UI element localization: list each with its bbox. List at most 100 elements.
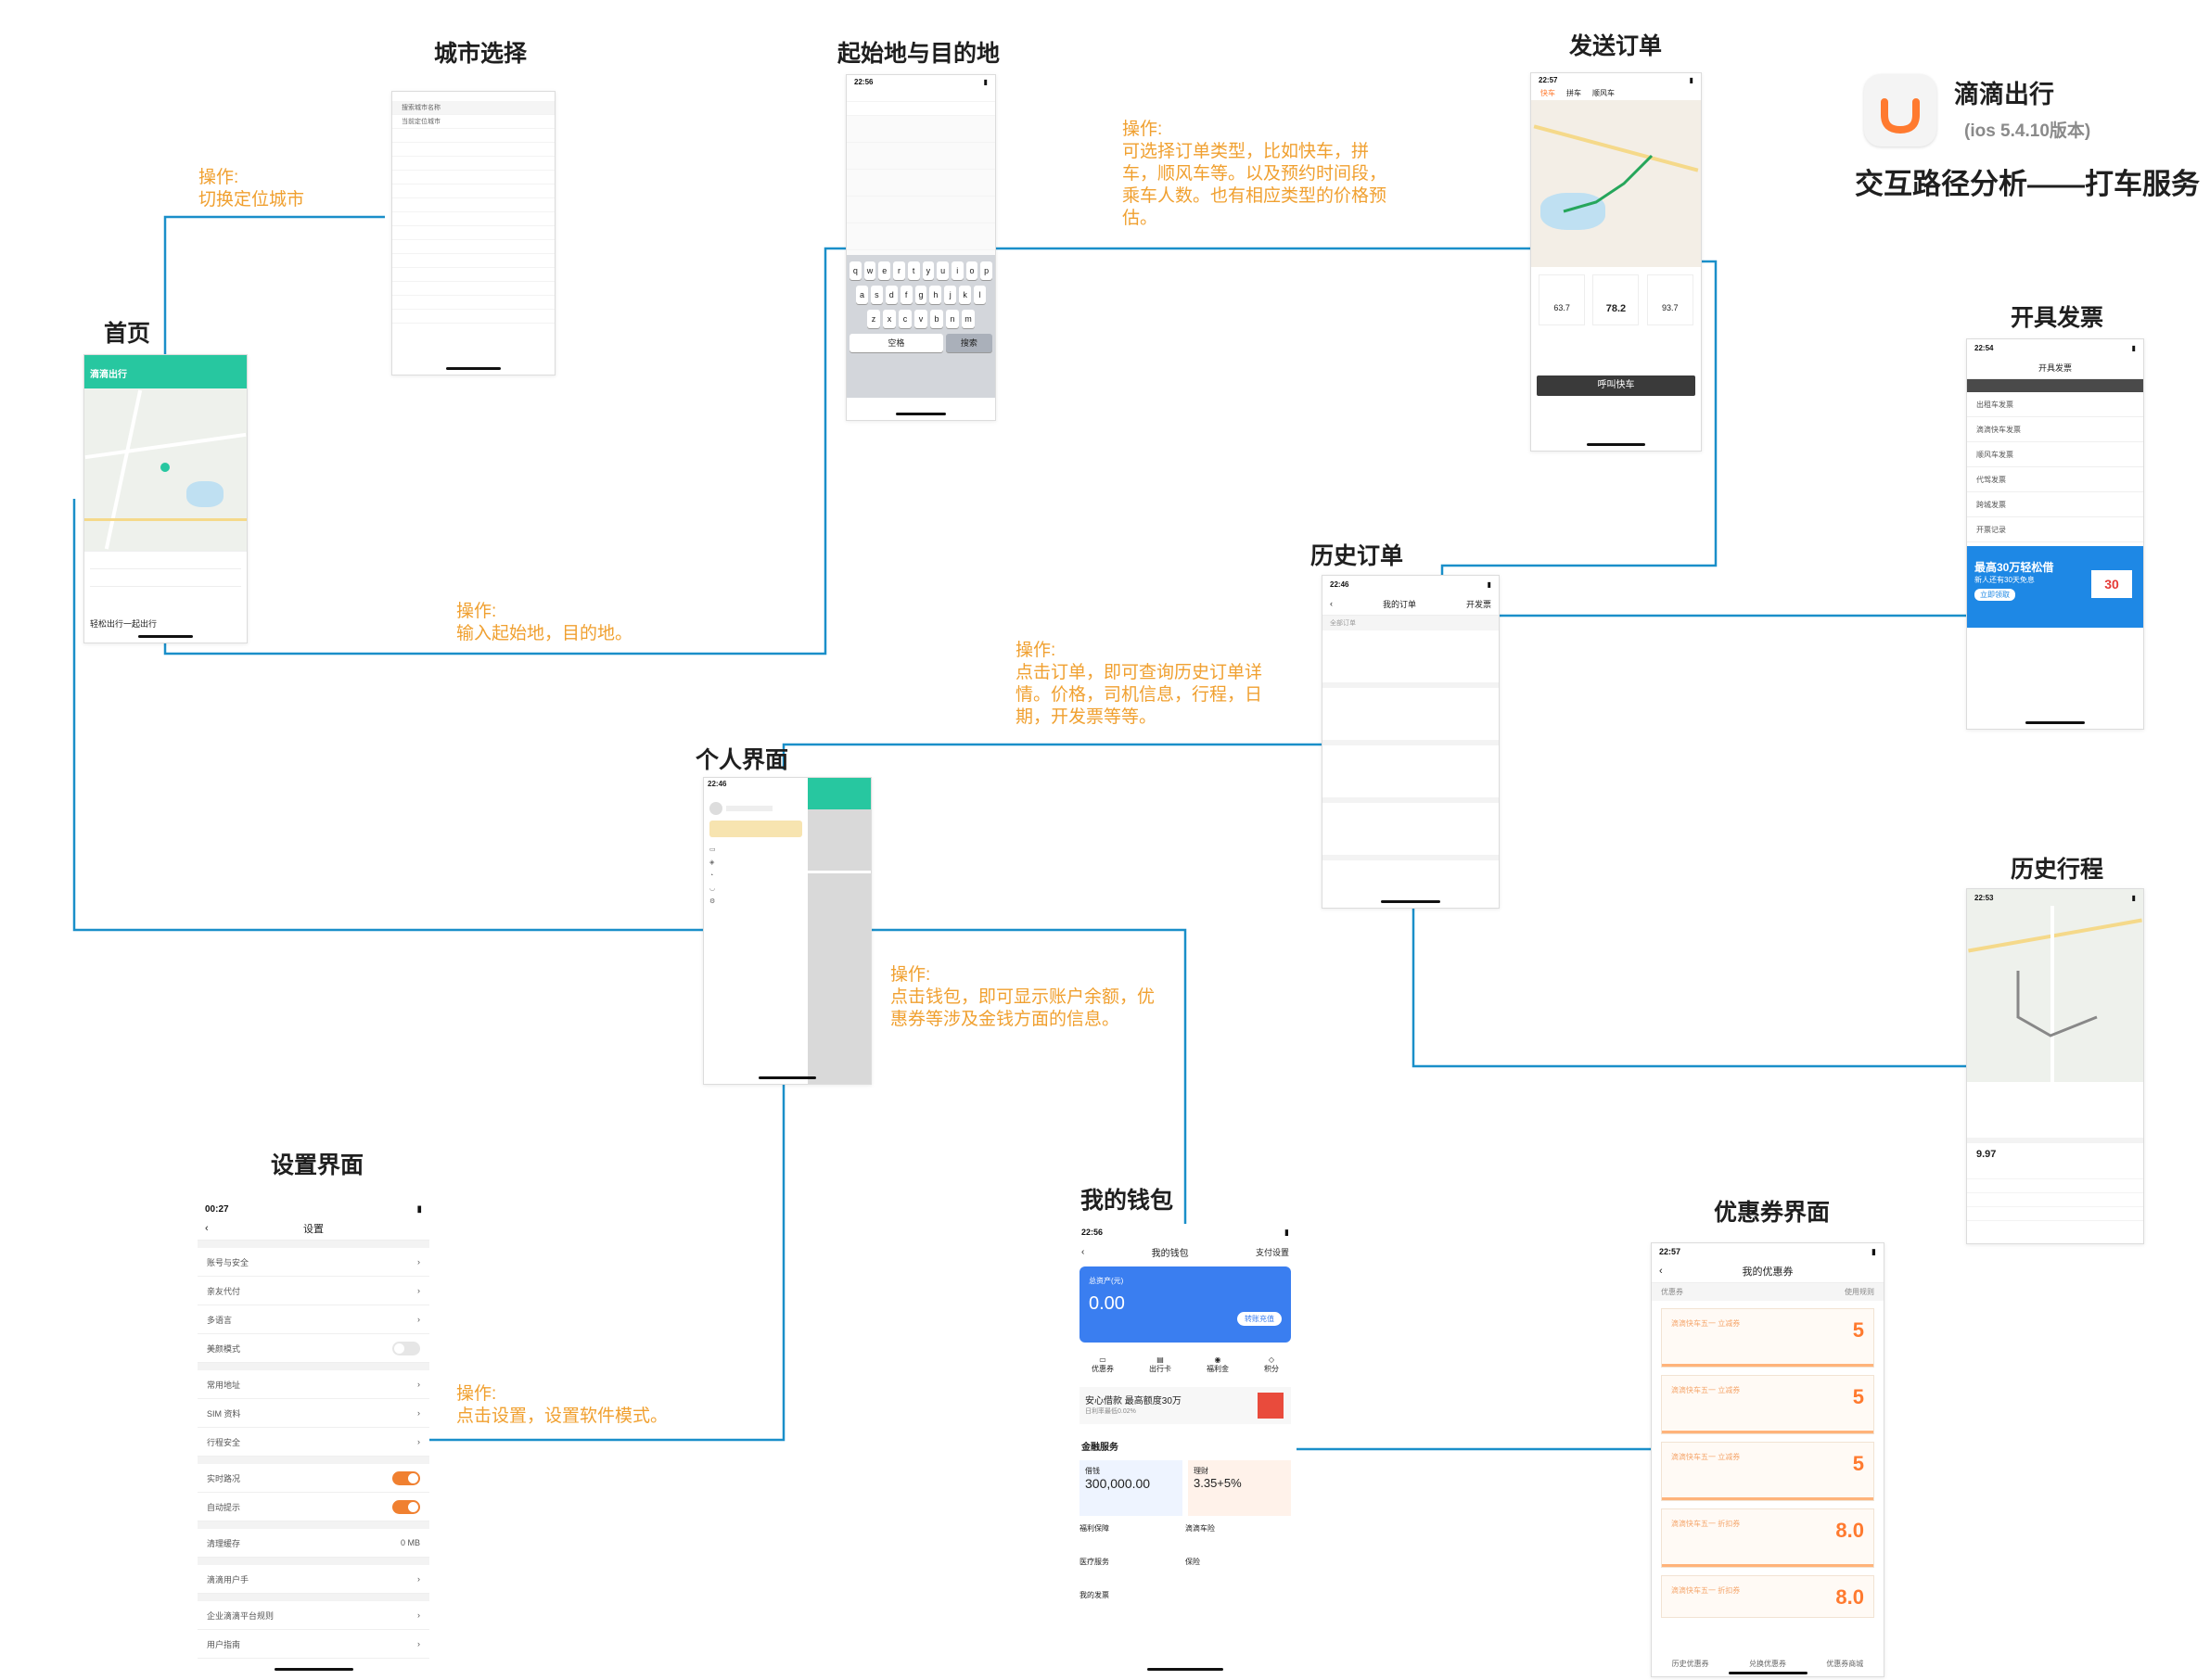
home-input-panel[interactable] — [84, 551, 247, 614]
menu-item-wallet[interactable]: ▭ — [709, 843, 802, 856]
origin-input[interactable] — [847, 88, 995, 102]
keyboard-key[interactable]: z — [867, 310, 880, 328]
tab-express[interactable]: 快车 — [1540, 89, 1555, 97]
history-coupon-link[interactable]: 历史优惠券 — [1671, 1660, 1709, 1668]
keyboard-key[interactable]: d — [885, 286, 898, 304]
menu-item-settings[interactable]: ⚙ — [709, 895, 802, 908]
driver-card[interactable] — [1967, 1082, 2143, 1143]
recharge-button[interactable]: 转账充值 — [1237, 1312, 1282, 1326]
price-card[interactable]: 93.7 — [1646, 274, 1693, 325]
balance-card[interactable]: 总资产(元) 0.00 转账充值 — [1079, 1266, 1291, 1343]
invoice-row[interactable]: 滴滴快车发票 — [1967, 417, 2143, 442]
keyboard-key[interactable]: o — [965, 261, 978, 280]
tab-carpool[interactable]: 拼车 — [1566, 89, 1581, 97]
service-item[interactable]: 滴滴车险 — [1185, 1524, 1215, 1533]
back-icon[interactable]: ‹ — [1330, 599, 1333, 608]
city-search-input[interactable]: 搜索城市名称 — [392, 101, 555, 115]
keyboard-key[interactable]: p — [980, 261, 993, 280]
back-icon[interactable]: ‹ — [1659, 1266, 1663, 1277]
settings-row[interactable]: 用户指南› — [198, 1630, 429, 1659]
invoice-row[interactable]: 开票记录 — [1967, 517, 2143, 542]
order-item[interactable] — [1322, 688, 1499, 745]
order-item[interactable] — [1322, 630, 1499, 688]
keyboard-key[interactable]: x — [883, 310, 896, 328]
keyboard-key[interactable]: e — [878, 261, 891, 280]
keyboard-key[interactable]: a — [856, 286, 868, 304]
claim-button[interactable]: 立即领取 — [1974, 589, 2015, 601]
avatar[interactable] — [709, 802, 722, 815]
order-item[interactable] — [1322, 803, 1499, 860]
settings-row[interactable]: 亲友代付› — [198, 1277, 429, 1305]
auto-hint-toggle[interactable] — [392, 1499, 420, 1514]
settings-row[interactable]: 实时路况 — [198, 1464, 429, 1493]
travel-card-tile[interactable]: ▤出行卡 — [1149, 1355, 1171, 1373]
invoice-link[interactable]: 开发票 — [1465, 599, 1491, 609]
keyboard-key[interactable]: w — [863, 261, 876, 280]
settings-row[interactable]: 企业滴滴平台规则› — [198, 1601, 429, 1630]
invest-card[interactable]: 理财 3.35+5% — [1188, 1460, 1291, 1516]
service-item[interactable]: 保险 — [1185, 1558, 1200, 1566]
coupon-tile[interactable]: ▭优惠券 — [1092, 1355, 1114, 1373]
keyboard-key[interactable]: r — [893, 261, 905, 280]
rules-link[interactable]: 使用规则 — [1845, 1288, 1874, 1296]
menu-item-customer[interactable]: ◡ — [709, 882, 802, 895]
back-icon[interactable]: ‹ — [1081, 1246, 1085, 1257]
call-car-button[interactable]: 呼叫快车 — [1537, 375, 1695, 396]
price-card[interactable]: 63.7 — [1539, 274, 1586, 325]
keyboard-key[interactable]: y — [922, 261, 935, 280]
coupon-mall-link[interactable]: 优惠券商城 — [1826, 1660, 1864, 1668]
beauty-mode-toggle[interactable] — [392, 1341, 420, 1355]
keyboard-key[interactable]: s — [870, 286, 883, 304]
invoice-row[interactable]: 代驾发票 — [1967, 467, 2143, 492]
settings-row[interactable]: 滴滴用户手› — [198, 1565, 429, 1594]
traffic-toggle[interactable] — [392, 1470, 420, 1485]
keyboard-key[interactable]: q — [850, 261, 862, 280]
settings-row[interactable]: 常用地址› — [198, 1370, 429, 1399]
keyboard-key[interactable]: n — [946, 310, 959, 328]
settings-row[interactable]: 美颜模式 — [198, 1334, 429, 1363]
trip-map[interactable] — [1967, 906, 2143, 1082]
settings-row[interactable]: 多语言› — [198, 1305, 429, 1334]
keyboard-key[interactable]: f — [900, 286, 913, 304]
member-card[interactable] — [709, 821, 802, 837]
service-item[interactable]: 福利保障 — [1079, 1524, 1109, 1533]
menu-item-safety[interactable]: ◈ — [709, 856, 802, 869]
redeem-coupon-link[interactable]: 兑换优惠券 — [1748, 1660, 1786, 1668]
price-card[interactable]: 78.2 — [1592, 274, 1640, 325]
keyboard-key[interactable]: v — [914, 310, 927, 328]
tab-hitch[interactable]: 顺风车 — [1592, 89, 1615, 97]
menu-item-service[interactable]: ◔ — [709, 869, 802, 882]
keyboard-key[interactable]: j — [944, 286, 957, 304]
keyboard-key[interactable]: c — [899, 310, 912, 328]
keyboard-key[interactable]: b — [930, 310, 943, 328]
welfare-tile[interactable]: ◉福利金 — [1207, 1355, 1229, 1373]
route-map[interactable] — [1531, 100, 1701, 267]
borrow-card[interactable]: 借钱 300,000.00 — [1079, 1460, 1182, 1516]
settings-row[interactable]: 自动提示 — [198, 1493, 429, 1521]
settings-row[interactable]: 账号与安全› — [198, 1248, 429, 1277]
suggestion-list[interactable] — [847, 116, 995, 255]
keyboard-key[interactable]: g — [914, 286, 927, 304]
service-item[interactable]: 我的发票 — [1079, 1591, 1109, 1599]
settings-row[interactable]: SIM 资料› — [198, 1399, 429, 1428]
keyboard-key[interactable]: h — [929, 286, 942, 304]
loan-ad-banner[interactable]: 最高30万轻松借 新人还有30天免息 立即领取 30 — [1967, 546, 2143, 628]
loan-banner[interactable]: 安心借款 最高额度30万 日利率最低0.02% — [1079, 1387, 1291, 1424]
keyboard-key[interactable]: m — [962, 310, 975, 328]
points-tile[interactable]: ◇积分 — [1264, 1355, 1279, 1373]
settings-row[interactable]: 行程安全› — [198, 1428, 429, 1457]
space-key[interactable]: 空格 — [850, 334, 943, 352]
invoice-row[interactable]: 跨城发票 — [1967, 492, 2143, 517]
return-key[interactable]: 搜索 — [945, 334, 992, 352]
back-icon[interactable]: ‹ — [205, 1223, 209, 1234]
keyboard-key[interactable]: t — [907, 261, 920, 280]
pay-settings-link[interactable]: 支付设置 — [1255, 1247, 1289, 1257]
keyboard-key[interactable]: u — [937, 261, 949, 280]
home-map[interactable] — [84, 388, 247, 551]
